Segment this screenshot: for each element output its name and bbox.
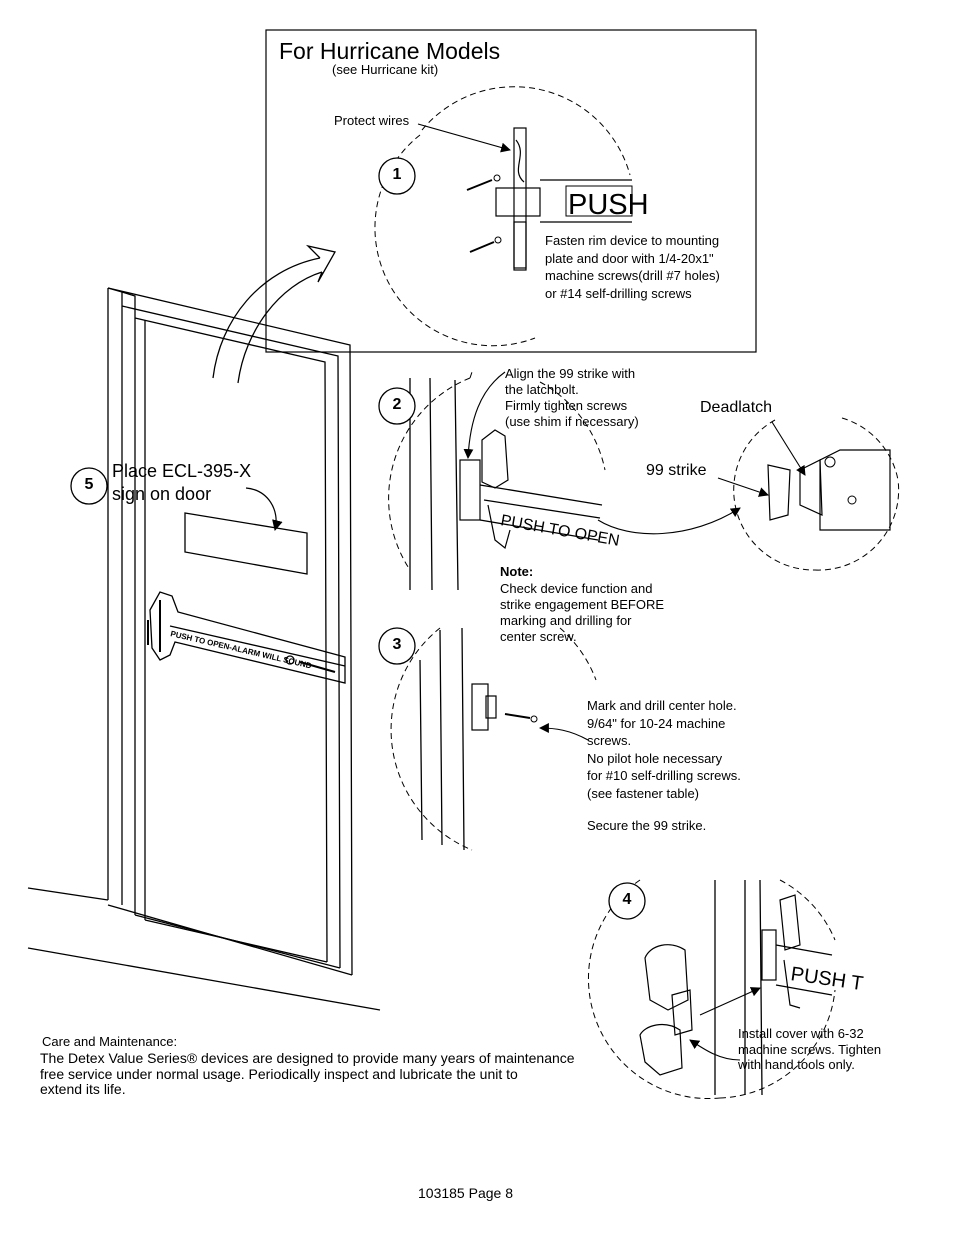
fasten-line: machine screws(drill #7 holes) xyxy=(545,268,720,283)
cover-instructions: Install cover with 6-32 machine screws. … xyxy=(738,1026,881,1073)
drill-line: (see fastener table) xyxy=(587,785,700,801)
step1-detail: PUSH xyxy=(374,86,649,347)
sign-placeholder xyxy=(184,512,308,575)
page-footer: 103185 Page 8 xyxy=(418,1185,513,1201)
align-line: Firmly tighten screws xyxy=(505,398,628,413)
drill-line: Mark and drill center hole. xyxy=(587,698,737,713)
note-heading: Note: xyxy=(500,564,534,579)
step1-circle xyxy=(378,157,416,195)
step4-device-label: PUSH T xyxy=(789,963,864,995)
drill-instructions: Mark and drill center hole. 9/64" for 10… xyxy=(587,697,741,802)
note-line: marking and drilling for xyxy=(500,613,632,628)
drill-line: 9/64" for 10-24 machine xyxy=(587,715,726,731)
step4-detail: PUSH T xyxy=(587,879,865,1100)
door-push-bar xyxy=(147,591,346,684)
secure-strike-text: Secure the 99 strike. xyxy=(587,818,707,833)
step5-circle xyxy=(70,467,108,505)
sign-instructions: Place ECL-395-X sign on door xyxy=(112,460,251,506)
care-heading: Care and Maintenance: xyxy=(42,1034,178,1049)
care-line: free service under normal usage. Periodi… xyxy=(40,1065,518,1082)
drill-line: No pilot hole necessary xyxy=(587,750,723,766)
fasten-instructions: Fasten rim device to mounting plate and … xyxy=(545,232,720,302)
align-line: Align the 99 strike with xyxy=(505,366,636,381)
align-instructions: Align the 99 strike with the latchbolt. … xyxy=(505,366,639,430)
cover-line: with hand tools only. xyxy=(738,1057,855,1072)
sign-line: Place ECL-395-X xyxy=(112,461,252,481)
step5-number: 5 xyxy=(84,476,94,493)
sign-arrow xyxy=(245,487,283,532)
deadlatch-detail xyxy=(717,417,900,571)
step3-detail xyxy=(390,627,597,851)
note-line: Check device function and xyxy=(500,581,653,596)
step3-number: 3 xyxy=(392,636,402,653)
drill-line: screws. xyxy=(587,733,632,748)
note-line: strike engagement BEFORE xyxy=(500,597,665,612)
fasten-line: or #14 self-drilling screws xyxy=(545,285,692,301)
care-text: The Detex Value Series® devices are desi… xyxy=(40,1050,575,1098)
drill-line: for #10 self-drilling screws. xyxy=(587,768,741,783)
door-device-label: PUSH TO OPEN-ALARM WILL SOUND xyxy=(170,629,313,670)
protect-wires-label: Protect wires xyxy=(334,113,410,128)
sign-line: sign on door xyxy=(112,484,212,504)
cover-line: Install cover with 6-32 xyxy=(738,1026,864,1041)
step4-circle xyxy=(608,882,646,920)
fasten-line: Fasten rim device to mounting xyxy=(545,233,720,248)
fasten-line: plate and door with 1/4-20x1" xyxy=(545,250,714,266)
step2-number: 2 xyxy=(392,396,402,413)
care-line: The Detex Value Series® devices are desi… xyxy=(40,1050,575,1066)
step2-device-label: PUSH TO OPEN xyxy=(499,512,620,550)
hurricane-subtitle: (see Hurricane kit) xyxy=(332,62,439,77)
hurricane-arrow xyxy=(212,244,336,384)
step2-circle xyxy=(378,387,416,425)
cover-line: machine screws. Tighten xyxy=(738,1041,882,1057)
step4-number: 4 xyxy=(622,891,632,908)
deadlatch-label: Deadlatch xyxy=(700,399,773,416)
care-line: extend its life. xyxy=(40,1081,126,1097)
door-illustration xyxy=(27,287,381,1011)
hurricane-title: For Hurricane Models xyxy=(279,38,501,64)
step3-circle xyxy=(378,627,416,665)
note-line: center screw. xyxy=(500,629,577,644)
align-line: the latchbolt. xyxy=(505,382,579,397)
hurricane-box xyxy=(265,29,757,353)
note-text: Check device function and strike engagem… xyxy=(500,581,664,645)
align-line: (use shim if necessary) xyxy=(505,414,639,429)
hurricane-device-label: PUSH xyxy=(568,189,649,221)
strike-label: 99 strike xyxy=(646,462,707,479)
step1-number: 1 xyxy=(392,166,402,183)
